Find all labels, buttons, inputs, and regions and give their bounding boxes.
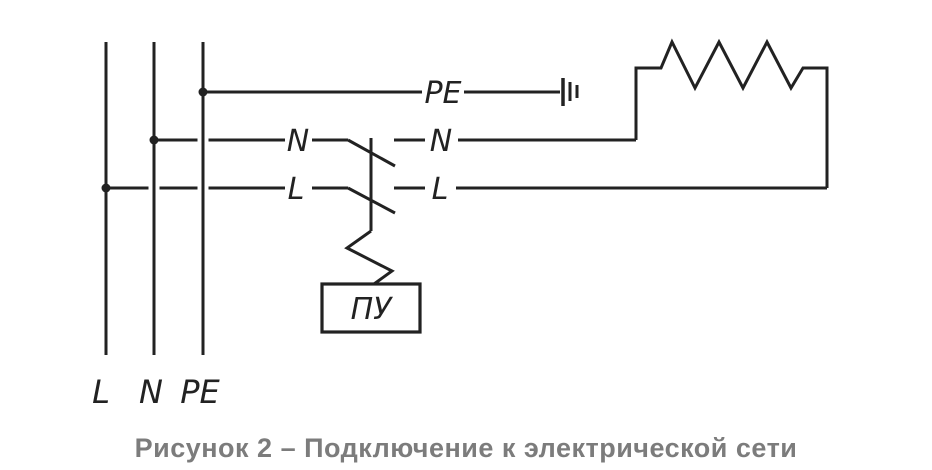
l-wire-right: L (394, 172, 827, 207)
double-pole-switch-icon (344, 138, 396, 286)
heating-element-resistor-icon (634, 38, 829, 188)
bus-terminal-labels: L N PE (92, 373, 220, 411)
control-device-label: ПУ (351, 292, 394, 327)
supply-bus-lines (104, 42, 205, 355)
bus-label-n: N (139, 373, 163, 411)
l-wire-left: L (106, 172, 348, 207)
l-wire-left-label: L (288, 172, 305, 207)
actuator-link-zigzag-icon (344, 229, 395, 286)
n-wire-right-label: N (430, 124, 452, 159)
n-wire-right: N (394, 124, 636, 159)
earth-ground-icon (561, 78, 579, 106)
pe-wire: PE (203, 76, 560, 111)
control-device: ПУ (320, 282, 422, 334)
bus-label-l: L (92, 373, 110, 411)
bus-label-pe: PE (180, 373, 220, 411)
control-device-box (320, 282, 422, 334)
figure-caption: Рисунок 2 – Подключение к электрической … (134, 433, 798, 463)
pe-wire-label: PE (424, 76, 461, 111)
n-wire-left-label: N (287, 124, 309, 159)
l-wire-right-label: L (432, 172, 449, 207)
n-wire-left: N (154, 124, 348, 159)
